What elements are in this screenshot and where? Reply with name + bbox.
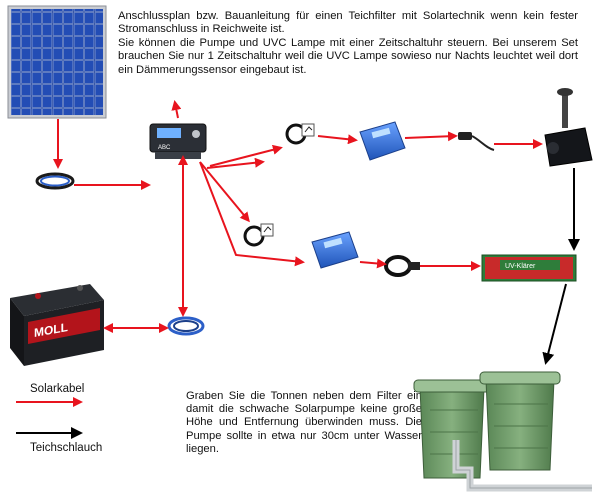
controller-brand-label: ABC <box>158 145 171 151</box>
cable-coil-1 <box>35 172 75 190</box>
charge-controller: ABC <box>149 123 207 159</box>
barrel-tip-text: Graben Sie die Tonnen neben dem Filter e… <box>186 390 422 455</box>
cable-controller-to-timer <box>199 161 250 223</box>
pond-pump <box>544 88 593 167</box>
timer-cable-bottom <box>243 223 274 247</box>
cable-coil-2 <box>384 255 420 277</box>
timer-cable-top <box>285 123 315 145</box>
legend-solar-cable-label: Solarkabel <box>30 383 85 395</box>
cable-to-inverter-bottom <box>199 161 305 267</box>
legend-pond-hose-label: Teichschlauch <box>30 442 103 454</box>
cable-controller-right <box>206 157 265 169</box>
intro-line-2: Sie können die Pumpe und UVC Lampe mit e… <box>118 36 578 76</box>
hose-uv-to-barrels <box>542 283 567 365</box>
filter-barrels <box>413 371 592 492</box>
car-battery: MOLL <box>10 284 104 366</box>
cable-coil-3 <box>167 316 205 336</box>
uv-filter-device: UV-Klärer <box>481 254 577 282</box>
cable-inverter-to-coil <box>359 258 387 269</box>
uv-filter-label: UV-Klärer <box>505 263 536 270</box>
battery-brand-label: MOLL <box>34 320 68 340</box>
inverter-bottom <box>311 231 359 269</box>
intro-text: Anschlussplan bzw. Bauanleitung für eine… <box>118 10 578 77</box>
cable-inverter-to-plug <box>404 131 458 142</box>
solar-cable-lines <box>53 100 543 333</box>
cable-controller-up <box>171 100 182 119</box>
intro-line-1: Anschlussplan bzw. Bauanleitung für eine… <box>118 10 578 36</box>
pond-hose-lines <box>542 168 580 365</box>
inverter-top <box>359 121 406 161</box>
cable-controller-to-timer-top <box>209 144 283 167</box>
pump-plug-cable <box>458 132 495 151</box>
solar-panel <box>7 5 107 119</box>
legend <box>16 397 83 439</box>
cable-timer-to-inverter <box>317 134 358 145</box>
